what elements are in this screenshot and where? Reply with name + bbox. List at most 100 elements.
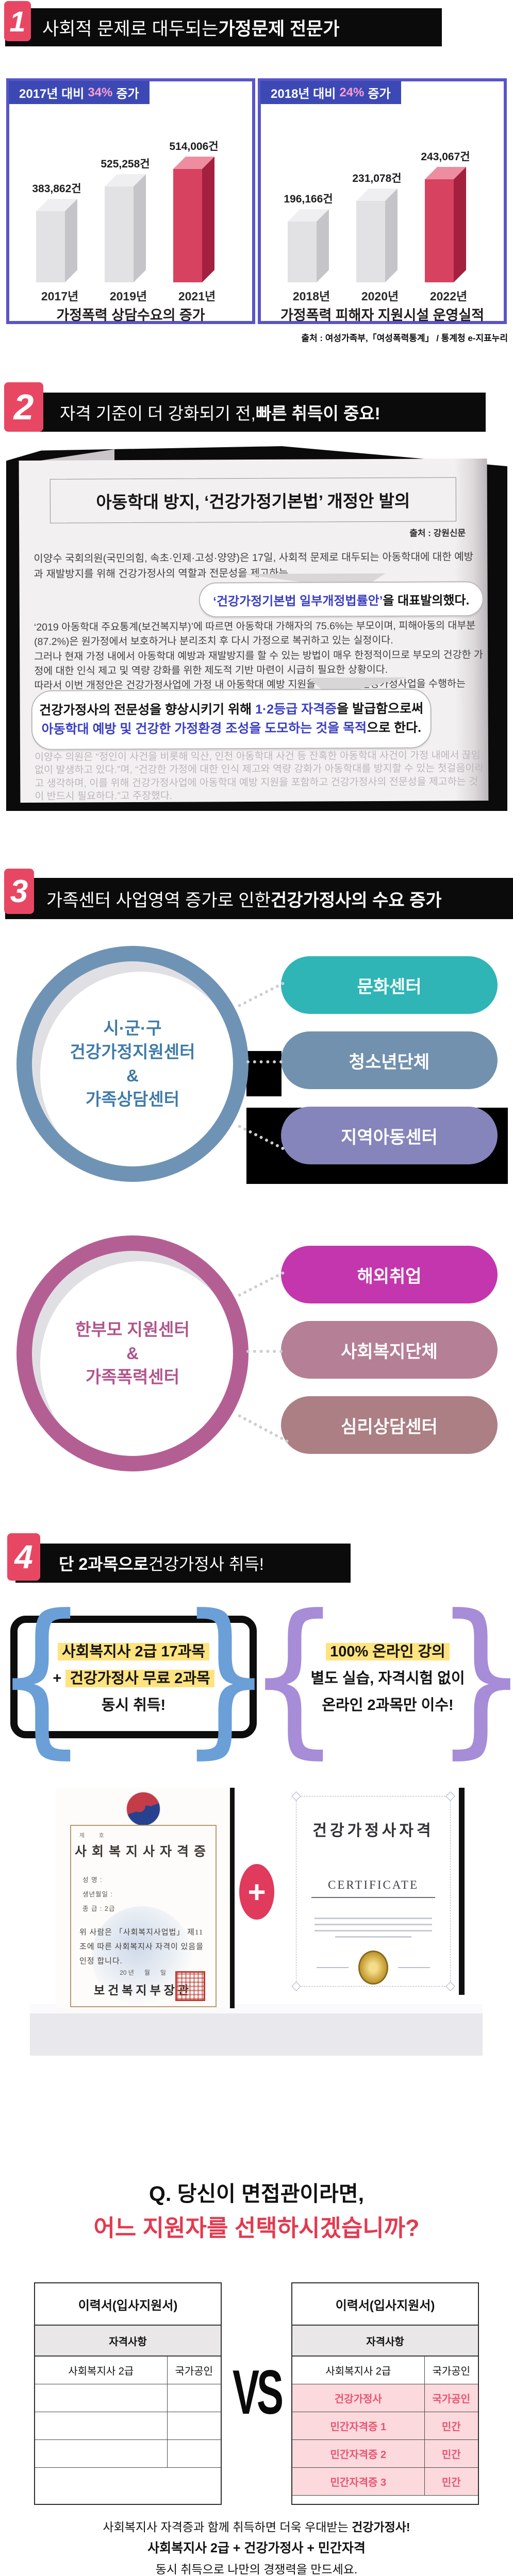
black-backdrop-patch [246, 1051, 282, 1096]
certL-date: 20 년 월 일 [120, 1969, 166, 1976]
boxL-plus: + [53, 1670, 66, 1687]
certL-number-field: 제 호 [79, 1833, 104, 1839]
table-row-empty [35, 2440, 221, 2468]
left-brace-icon: { [0, 1579, 89, 1774]
news-callout-1: ‘건강가정기본법 일부개정법률안’ 을 대표발의했다. [198, 581, 484, 618]
section3-number-badge: 3 [4, 869, 34, 914]
certificate-gold-frame [70, 1825, 217, 2007]
question-line1: Q. 당신이 면접관이라면, [149, 2182, 364, 2206]
table-row: 사회복지사 2급 국가공인 [292, 2357, 478, 2384]
boxR-line1-highlight: 100% 온라인 강의 [326, 1643, 450, 1660]
certL-issuer: 보건복지부장관 [93, 1984, 192, 1997]
table-row-highlight: 민간자격증 2 민간 [292, 2440, 478, 2468]
section4-number-badge: 4 [7, 1533, 40, 1581]
fine-print-line [315, 1918, 432, 1919]
cell-qualification: 건강가정사 [292, 2384, 425, 2412]
circle1-amp: & [126, 1066, 139, 1085]
chart2-badge-percent: 24% [339, 85, 365, 99]
certR-title: 건강가정사자격 [312, 1822, 434, 1839]
cell-type: 민간 [441, 2449, 461, 2461]
news-paragraph-3-faded: 이양수 의원은 “정인이 사건을 비롯해 익산, 인천 아동학대 사건 등 잔혹… [35, 750, 484, 802]
pill-social-welfare-group: 사회복지단체 [281, 1321, 498, 1379]
fine-print-line [315, 1924, 432, 1925]
bar-value-label: 383,862건 [32, 183, 81, 195]
benefit-box-courses: { } 사회복지사 2급 17과목 + 건강가정사 무료 2과목 동시 취득! [0, 1593, 273, 1760]
callout2-line1: 건강가정사의 전문성을 향상시키기 위해 1·2등급 자격증을 발급함으로써 [39, 699, 423, 720]
bar-2018: 196,166건 [284, 193, 333, 282]
callout2-l2-tail: 으로 한다. [367, 720, 422, 736]
callout2-l1-blue: 1·2등급 자격증 [255, 701, 337, 717]
callout2-l1-tail: 을 발급함으로써 [337, 701, 424, 716]
section4-title-bold: 단 2과목으로 [59, 1555, 148, 1573]
chart1-badge-prefix: 2017년 대비 [19, 87, 85, 101]
section4-title-banner: 단 2과목으로 건강가정사 취득! [15, 1544, 351, 1583]
certificate-pedestal [30, 2004, 483, 2056]
boxR-line2: 별도 실습, 자격시험 없이 [310, 1670, 465, 1687]
section3-title-regular: 가족센터 사업영역 증가로 인한 [46, 890, 271, 910]
dotted-connector [246, 1350, 283, 1353]
cell-qualification: 민간자격증 2 [292, 2440, 425, 2467]
footer-line3: 동시 취득으로 나만의 경쟁력을 만드세요. [155, 2563, 358, 2576]
bar-2021-highlight: 514,006건 [169, 141, 219, 282]
circle2-label: 한부모 지원센터 & 가족폭력센터 [75, 1318, 190, 1389]
charts-source-text: 출처 : 여성가족부,「여성폭력통계」 / 통계청 e-지표누리 [301, 333, 508, 343]
callout2-line2: 아동학대 예방 및 건강한 가정환경 조성을 도모하는 것을 목적으로 한다. [42, 719, 422, 740]
news-source: 출처 : 강원신문 [409, 528, 466, 538]
pill-overseas-employment: 해외취업 [281, 1246, 498, 1303]
bar-front-face [288, 222, 317, 282]
certL-name-field: 성 명 : [82, 1876, 103, 1884]
chart1-badge-suffix: 증가 [116, 87, 139, 101]
bar-side-face [134, 174, 146, 282]
fine-print-line [335, 1936, 411, 1938]
bar-side-face [385, 189, 398, 282]
resume-title: 이력서(입사지원서) [35, 2283, 221, 2326]
cell-type: 민간 [441, 2477, 461, 2488]
pill-label: 청소년단체 [349, 1052, 430, 1072]
table-row-highlight: 건강가정사 국가공인 [292, 2384, 478, 2412]
footer-line2: 사회복지사 2급 + 건강가정사 + 민간자격 [147, 2541, 366, 2555]
right-brace-icon: } [434, 1593, 513, 1761]
dotted-connector [237, 1270, 285, 1297]
boxL-line2-highlight: 건강가정사 무료 2과목 [65, 1670, 214, 1687]
circle1-line1: 시·군·구 [103, 1018, 162, 1038]
pill-label: 사회복지단체 [341, 1342, 438, 1362]
table-footer-blank [292, 2496, 478, 2504]
bar-side-face [454, 167, 466, 282]
pill-culture-center: 문화센터 [281, 956, 498, 1014]
chart1-caption: 가정폭력 상담수요의 증가 [56, 308, 205, 323]
section1-title-bold: 가정문제 전문가 [218, 19, 340, 39]
circle2-amp: & [126, 1343, 139, 1363]
bar-front-face [105, 187, 134, 282]
certL-grade-field: 종 급 : 2급 [82, 1905, 115, 1912]
x-tick-2017: 2017년 [41, 290, 79, 303]
section1-title-banner: 사회적 문제로 대두되는 가정문제 전문가 [5, 8, 442, 46]
bar-2017: 383,862건 [32, 183, 81, 282]
resume-title: 이력서(입사지원서) [292, 2283, 478, 2326]
bar-front-face [36, 211, 65, 282]
callout2-l1-regular: 건강가정사의 전문성을 향상시키기 위해 [39, 702, 256, 718]
circle1-label: 시·군·구 건강가정지원센터 & 가족상담센터 [70, 1016, 195, 1112]
news-headline: 아동학대 방지, ‘건강가정기본법’ 개정안 발의 [49, 477, 457, 523]
chart-card-facility-results: 2018년 대비 24% 증가 196,166건 231,078건 243,06… [258, 78, 507, 324]
table-row: 사회복지사 2급 국가공인 [35, 2357, 221, 2384]
cell-type: 민간 [441, 2421, 461, 2433]
qualification-header: 자격사항 [292, 2326, 478, 2357]
x-tick-2020: 2020년 [361, 290, 399, 303]
circle1-line2: 건강가정지원센터 [70, 1042, 195, 1061]
question-line2-red: 어느 지원자를 선택하시겠습니까? [93, 2215, 420, 2241]
bar-side-face [317, 209, 329, 282]
cell-qualification: 사회복지사 2급 [292, 2357, 425, 2384]
pill-label: 심리상담센터 [341, 1417, 438, 1437]
section1-number-badge: 1 [4, 1, 31, 41]
bar-front-face [356, 201, 385, 282]
boxL-line1-highlight: 사회복지사 2급 17과목 [58, 1643, 209, 1660]
cell-qualification: 민간자격증 1 [292, 2412, 425, 2439]
x-tick-2019: 2019년 [109, 290, 147, 303]
bar-value-label: 231,078건 [352, 173, 402, 184]
ministry-emblem-icon [126, 1792, 160, 1826]
section4-title-regular: 건강가정사 취득! [148, 1555, 264, 1573]
bar-2019: 525,258건 [101, 158, 150, 282]
news-callout-2: 건강가정사의 전문성을 향상시키기 위해 1·2등급 자격증을 발급함으로써 아… [31, 688, 432, 750]
gold-seal-icon [358, 1951, 388, 1985]
